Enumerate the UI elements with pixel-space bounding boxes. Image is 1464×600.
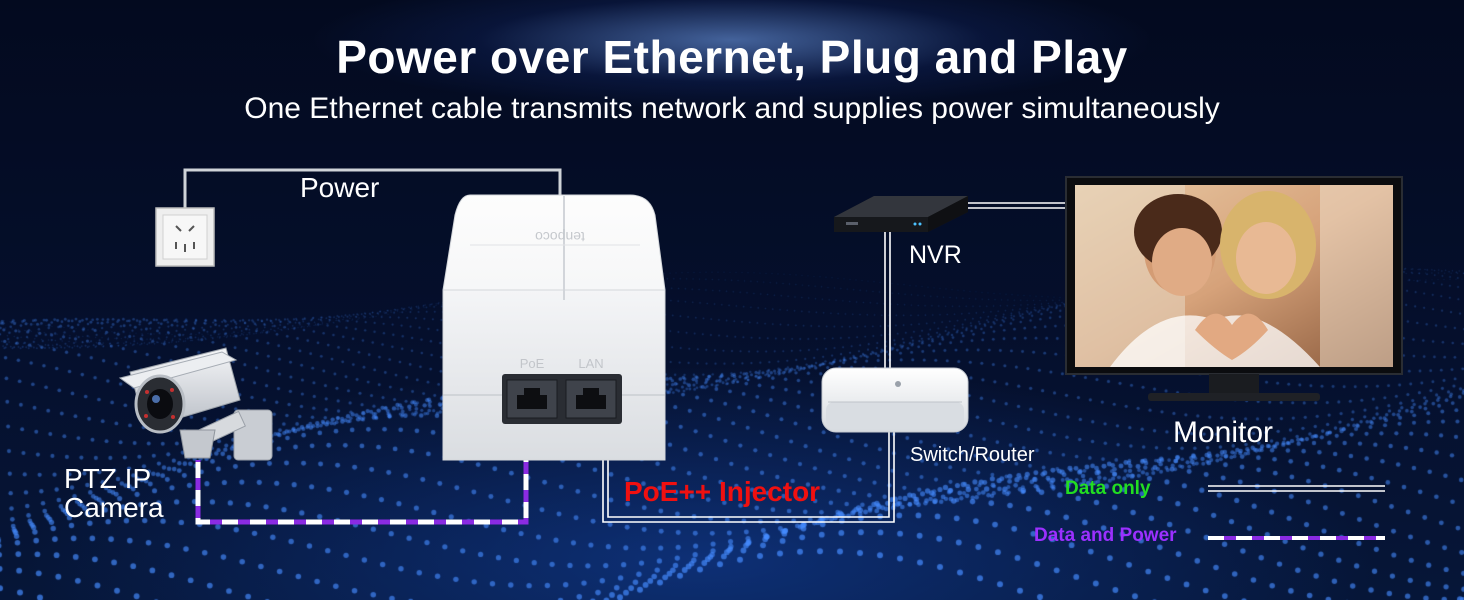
page-title: Power over Ethernet, Plug and Play — [336, 31, 1128, 83]
nvr-icon — [834, 196, 968, 232]
nvr-label: NVR — [909, 241, 962, 269]
data-cable-lan-to-switch-2 — [607, 418, 890, 518]
power-cable — [183, 168, 562, 212]
poe-injector-icon: tenpoco PoE LAN — [442, 194, 666, 461]
router-icon — [821, 367, 969, 433]
power-label: Power — [300, 172, 380, 203]
svg-text:tenpoco: tenpoco — [535, 229, 585, 245]
camera-label: PTZ IP Camera — [64, 464, 164, 522]
switch-router-label: Switch/Router — [910, 444, 1035, 466]
port-label-lan: LAN — [578, 356, 603, 371]
page-subtitle: One Ethernet cable transmits network and… — [244, 92, 1220, 125]
camera-label-line1: PTZ IP — [64, 463, 152, 494]
legend-data-and-power: Data and Power — [1034, 525, 1177, 546]
injector-label: PoE++ Injector — [624, 476, 821, 507]
monitor-icon — [1065, 176, 1403, 401]
camera-label-line2: Camera — [64, 492, 164, 523]
port-label-poe: PoE — [520, 356, 545, 371]
legend-data-only: Data only — [1065, 478, 1151, 499]
data-power-cable — [195, 418, 529, 525]
wall-socket-icon — [155, 207, 215, 267]
ip-camera-icon — [118, 347, 273, 461]
data-cable-lan-to-switch — [602, 418, 895, 523]
monitor-label: Monitor — [1173, 416, 1274, 449]
